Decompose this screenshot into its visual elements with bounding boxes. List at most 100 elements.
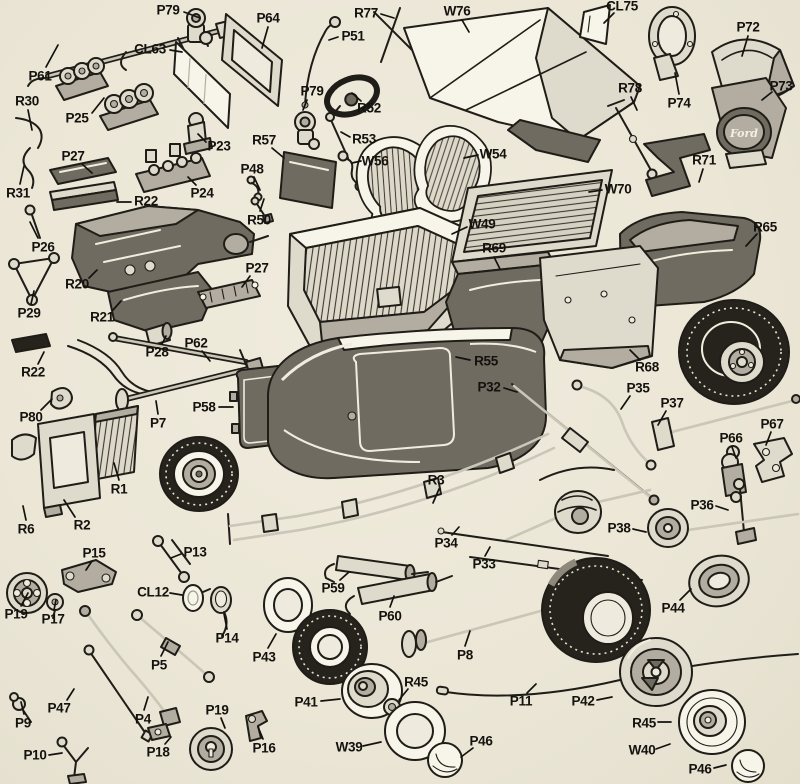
part-label-P72: P72 <box>736 19 760 35</box>
part-label-R6: R6 <box>17 521 35 537</box>
leader-line-P27 <box>81 163 93 174</box>
leader-line-R31 <box>19 165 25 185</box>
leader-line-R53 <box>340 131 351 138</box>
part-label-W54: W54 <box>479 146 507 162</box>
leader-line-W39 <box>362 741 382 747</box>
part-p19-drum-b <box>189 727 233 771</box>
part-label-P44: P44 <box>661 600 685 616</box>
part-p18-clip <box>147 723 171 741</box>
part-label-W70: W70 <box>604 181 632 197</box>
leader-line-P46 <box>713 764 727 769</box>
leader-line-W70 <box>588 189 603 193</box>
leader-line-P29 <box>30 290 35 305</box>
part-label-W56: W56 <box>361 153 389 169</box>
leader-line-R69 <box>493 256 501 270</box>
part-r30-pipe <box>15 117 43 149</box>
part-p67-bracket <box>753 437 793 483</box>
leader-line-P74 <box>674 72 680 95</box>
part-label-P8: P8 <box>457 647 473 663</box>
leader-line-P43 <box>267 633 277 649</box>
leader-line-P64 <box>261 26 269 49</box>
leader-line-P47 <box>66 688 75 701</box>
part-label-P17: P17 <box>41 611 65 627</box>
part-p27-manifold-a <box>49 157 117 185</box>
part-r6-cap <box>11 433 37 461</box>
leader-line-P38 <box>632 528 647 533</box>
part-label-P15: P15 <box>82 545 106 561</box>
part-label-P27: P27 <box>245 260 269 276</box>
leader-line-P66 <box>731 446 737 459</box>
part-label-P28: P28 <box>145 344 169 360</box>
part-p72-hood-top <box>711 38 795 103</box>
leader-line-R71 <box>698 168 704 183</box>
leader-line-P14 <box>223 613 228 630</box>
part-label-P19: P19 <box>4 606 28 622</box>
leader-line-CL63 <box>169 49 183 53</box>
part-label-P32: P32 <box>477 379 501 395</box>
leader-line-R21 <box>112 300 122 311</box>
part-r55-body-shell <box>267 327 547 480</box>
part-label-P51: P51 <box>341 28 365 44</box>
part-label-P29: P29 <box>17 305 41 321</box>
leader-line-R30 <box>27 109 33 131</box>
part-label-P41: P41 <box>294 694 318 710</box>
part-label-W40: W40 <box>628 742 656 758</box>
leader-line-R1 <box>113 462 120 481</box>
part-label-R52: R52 <box>357 100 381 116</box>
leader-line-P41 <box>320 698 341 702</box>
part-label-P18: P18 <box>146 744 170 760</box>
part-label-R2: R2 <box>73 517 91 533</box>
part-label-R68: R68 <box>635 359 659 375</box>
part-label-P74: P74 <box>667 95 691 111</box>
leader-line-W49 <box>451 226 468 235</box>
part-label-P5: P5 <box>151 657 167 673</box>
leader-line-R55 <box>455 356 471 361</box>
part-p44-drum <box>688 554 750 608</box>
leader-line-P16 <box>257 726 264 740</box>
leader-line-R20 <box>88 269 98 279</box>
part-label-W39: W39 <box>335 739 363 755</box>
part-label-P35: P35 <box>626 380 650 396</box>
part-r22-valve-cover-a <box>49 181 119 211</box>
part-r71-bracket <box>643 133 711 197</box>
part-label-P46: P46 <box>469 733 493 749</box>
leader-line-W76 <box>461 19 470 33</box>
part-label-R22: R22 <box>134 193 158 209</box>
part-p25-carburetors <box>55 57 159 131</box>
part-cl12-lens <box>182 584 211 612</box>
leader-line-R3 <box>432 488 440 504</box>
part-label-P26: P26 <box>31 239 55 255</box>
part-label-R50: R50 <box>247 212 271 228</box>
part-p74-gasket-ring <box>648 6 696 81</box>
part-label-R3: R3 <box>427 472 445 488</box>
part-p27-manifold-b <box>197 279 261 309</box>
part-label-P46: P46 <box>688 761 712 777</box>
leader-line-P28 <box>161 335 167 345</box>
part-label-R55: R55 <box>474 353 498 369</box>
part-label-P7: P7 <box>150 415 166 431</box>
part-label-P80: P80 <box>19 409 43 425</box>
part-r50-screw <box>250 196 274 224</box>
part-label-P16: P16 <box>252 740 276 756</box>
part-r57-dash-panel <box>279 151 337 209</box>
part-label-P38: P38 <box>607 520 631 536</box>
part-label-P48: P48 <box>240 161 264 177</box>
leader-line-P15 <box>85 560 93 571</box>
part-label-P37: P37 <box>660 395 684 411</box>
part-cl75-lens <box>579 4 611 45</box>
leader-line-P13 <box>170 553 182 559</box>
part-p24-cylinder-head <box>135 143 211 193</box>
part-hairpin-tubes <box>67 339 153 395</box>
part-label-P36: P36 <box>690 497 714 513</box>
part-p38-idler-wheel <box>647 508 800 548</box>
part-label-R20: R20 <box>65 276 89 292</box>
part-p43-whitewall-ring <box>263 577 313 633</box>
leader-line-P61 <box>45 44 59 68</box>
part-label-R1: R1 <box>110 481 128 497</box>
leader-line-P8 <box>464 630 471 647</box>
part-label-P42: P42 <box>571 693 595 709</box>
leader-line-P19 <box>220 717 226 729</box>
leader-line-P24 <box>187 176 197 186</box>
